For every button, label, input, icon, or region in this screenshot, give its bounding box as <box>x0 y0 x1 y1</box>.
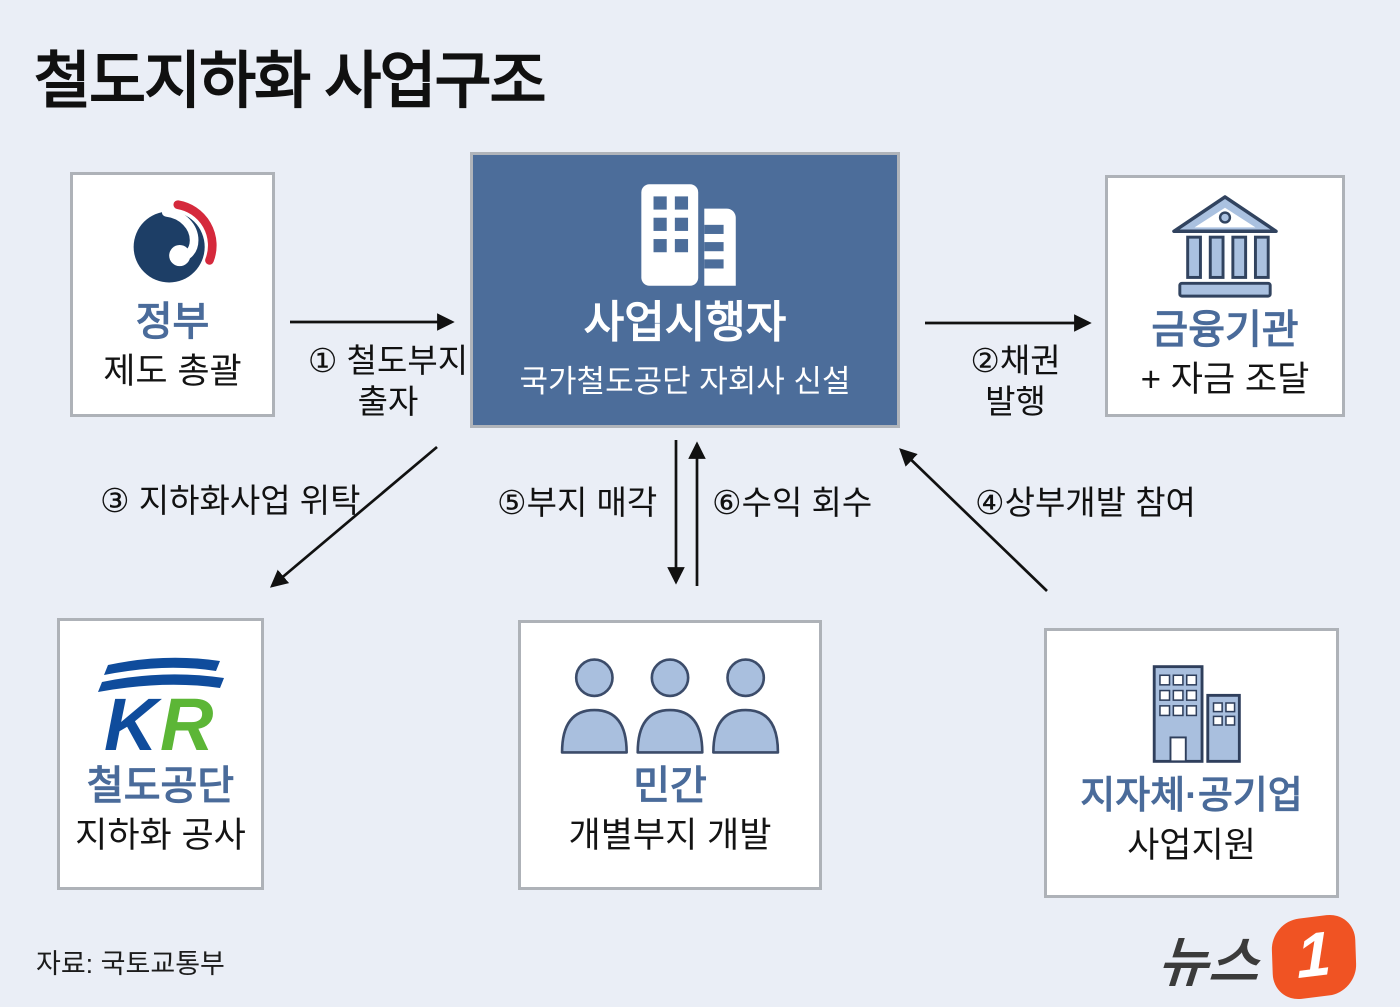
flow-label-2: ②채권 발행 <box>970 342 1061 421</box>
node-implementer-desc: 국가철도공단 자회사 신설 <box>519 363 851 399</box>
flow-label-4: ④상부개발 참여 <box>975 484 1196 521</box>
kr-logo: K R <box>86 652 236 757</box>
flow-label-3: ③ 지하화사업 위탁 <box>100 482 361 519</box>
bank-icon <box>1166 191 1284 301</box>
node-private-name: 민간 <box>633 764 707 808</box>
news1-logo-text: 뉴스 <box>1156 932 1262 993</box>
source-credit: 자료: 국토교통부 <box>36 949 225 979</box>
node-finance-desc: + 자금 조달 <box>1140 360 1310 399</box>
node-finance: 금융기관 + 자금 조달 <box>1105 175 1345 417</box>
people-icon <box>554 653 786 757</box>
node-kr-name: 철도공단 <box>86 763 235 808</box>
flow-label-1: ① 철도부지 출자 <box>307 342 469 421</box>
node-finance-name: 금융기관 <box>1151 308 1299 352</box>
node-government-desc: 제도 총괄 <box>103 351 242 391</box>
city-buildings-icon <box>1127 659 1257 769</box>
news1-logo: 뉴스 1 <box>1156 911 1358 1003</box>
node-private: 민간 개별부지 개발 <box>518 620 822 890</box>
node-local-desc: 사업지원 <box>1127 825 1256 865</box>
node-kr: K R 철도공단 지하화 공사 <box>57 618 264 890</box>
flow-label-5: ⑤부지 매각 <box>497 484 658 521</box>
node-local-name: 지자체·공기업 <box>1080 775 1303 818</box>
flow-label-6: ⑥수익 회수 <box>712 484 873 521</box>
node-implementer-name: 사업시행자 <box>583 298 787 348</box>
node-government-name: 정부 <box>135 299 210 344</box>
kr-logo-k: K <box>104 683 162 757</box>
government-emblem-icon <box>125 197 221 293</box>
node-local: 지자체·공기업 사업지원 <box>1044 628 1339 898</box>
news1-logo-one: 1 <box>1270 911 1358 1003</box>
node-government: 정부 제도 총괄 <box>70 172 275 417</box>
node-implementer: 사업시행자 국가철도공단 자회사 신설 <box>470 152 900 428</box>
office-building-icon <box>619 180 751 292</box>
page-title: 철도지하화 사업구조 <box>34 47 547 116</box>
node-private-desc: 개별부지 개발 <box>568 816 772 855</box>
node-kr-desc: 지하화 공사 <box>75 815 246 855</box>
kr-logo-r: R <box>160 683 213 757</box>
